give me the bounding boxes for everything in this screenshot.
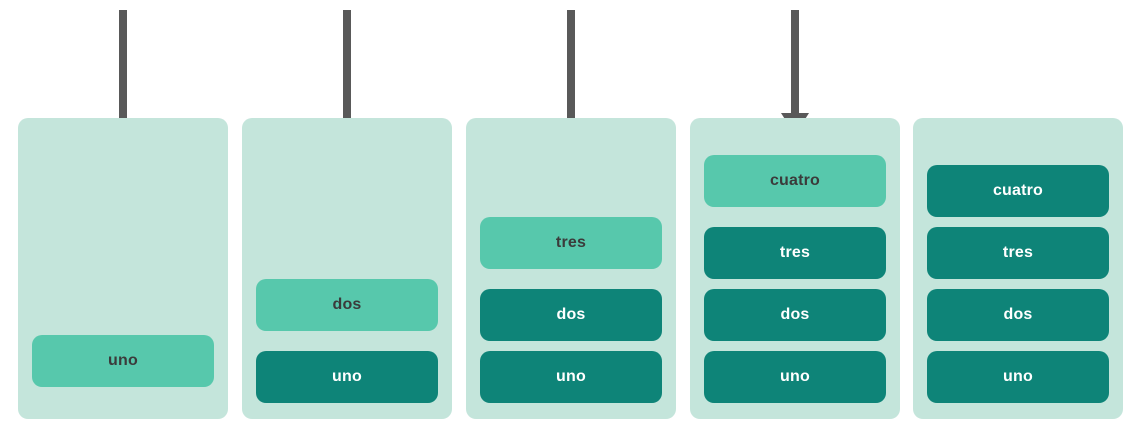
stack-item: uno: [480, 351, 662, 403]
stack-container-step-1: uno: [18, 118, 228, 419]
stack-container-step-2: dos uno: [242, 118, 452, 419]
stack-item-incoming: tres: [480, 217, 662, 269]
stack-item: cuatro: [927, 165, 1109, 217]
stack-container-step-3: tres dos uno: [466, 118, 676, 419]
stack-item: uno: [927, 351, 1109, 403]
arrow-shaft: [791, 10, 799, 113]
arrow-shaft: [567, 10, 575, 175]
stack-item-incoming: cuatro: [704, 155, 886, 207]
stack-item: uno: [256, 351, 438, 403]
stack-item-incoming: dos: [256, 279, 438, 331]
stack-container-step-4: cuatro tres dos uno: [690, 118, 900, 419]
stack-container-step-5: cuatro tres dos uno: [913, 118, 1123, 419]
stack-item: tres: [927, 227, 1109, 279]
push-arrow-icon: [781, 10, 809, 135]
stack-item-incoming: uno: [32, 335, 214, 387]
stack-item: dos: [480, 289, 662, 341]
stack-item: uno: [704, 351, 886, 403]
stack-item: dos: [704, 289, 886, 341]
stack-item: dos: [927, 289, 1109, 341]
stack-item: tres: [704, 227, 886, 279]
